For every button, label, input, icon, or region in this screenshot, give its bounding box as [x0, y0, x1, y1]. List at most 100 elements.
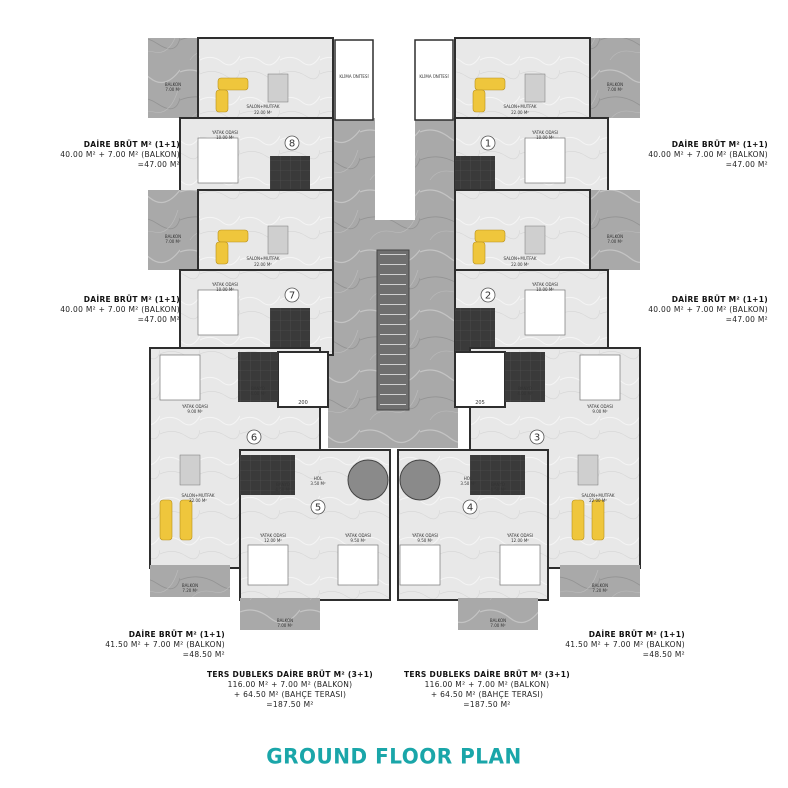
- label-bedroom-area: 10.00 M²: [216, 135, 234, 140]
- label-balcony: BALKON: [592, 583, 608, 588]
- area-total: =47.00 M²: [137, 160, 180, 169]
- area-title: DAİRE BRÜT M² (1+1): [588, 630, 685, 639]
- sofa: [159, 499, 173, 541]
- label-balcony: BALKON: [607, 82, 623, 87]
- bed-frame: [197, 289, 239, 336]
- sofa: [215, 241, 229, 265]
- label-bedroom: YATAK ODASI: [586, 404, 613, 409]
- stair-step: [380, 314, 406, 315]
- sofa: [215, 89, 229, 113]
- sofa: [474, 229, 506, 243]
- unit-number: 2: [485, 291, 491, 302]
- balcony: [590, 190, 640, 270]
- label-bathroom-area: 4.00 M²: [250, 391, 266, 396]
- label-salon: SALON+MUTFAK: [246, 256, 279, 261]
- unit-number: 3: [534, 433, 540, 444]
- label-bedroom-area: 9.00 M²: [592, 409, 608, 414]
- stair-step: [380, 334, 406, 335]
- area-line: 40.00 M² + 7.00 M² (BALKON): [60, 150, 180, 159]
- area-title: TERS DUBLEKS DAİRE BRÜT M² (3+1): [404, 670, 570, 679]
- bed: [524, 137, 566, 184]
- bed-frame: [247, 544, 289, 586]
- sofa: [217, 229, 249, 243]
- label-bathroom-area: 4.50 M²: [275, 487, 291, 492]
- area-title: DAİRE BRÜT M² (1+1): [671, 140, 768, 149]
- stair-step: [380, 284, 406, 285]
- stair-step: [380, 274, 406, 275]
- label-bedroom: YATAK ODASI: [211, 282, 238, 287]
- stair-step: [380, 384, 406, 385]
- area-label-unit-8: DAİRE BRÜT M² (1+1) 40.00 M² + 7.00 M² (…: [20, 140, 180, 170]
- label-hall: HOL: [464, 476, 473, 481]
- label-salon: SALON+MUTFAK: [181, 493, 214, 498]
- bed: [524, 289, 566, 336]
- area-line: + 64.50 M² (BAHÇE TERASI): [430, 690, 544, 699]
- label-klima: KLİMA ÜNİTESİ: [419, 74, 448, 79]
- unit-number: 1: [485, 139, 491, 150]
- sofa: [217, 77, 249, 91]
- area-total: =48.50 M²: [642, 650, 685, 659]
- bathroom: [270, 308, 310, 353]
- area-total: =47.00 M²: [137, 315, 180, 324]
- unit-number: 6: [251, 433, 257, 444]
- balcony: [148, 38, 198, 118]
- bed: [499, 544, 541, 586]
- area-label-unit-7: DAİRE BRÜT M² (1+1) 40.00 M² + 7.00 M² (…: [20, 295, 180, 325]
- balcony: [458, 598, 538, 630]
- label-bedroom-area: 10.00 M²: [536, 135, 554, 140]
- label-balcony-area: 7.00 M²: [165, 87, 181, 92]
- area-line: 41.50 M² + 7.00 M² (BALKON): [565, 640, 685, 649]
- label-hall-area: 3.50 M²: [310, 481, 326, 486]
- stair-step: [380, 344, 406, 345]
- sofa: [474, 77, 506, 91]
- label-hall-area: 3.50 M²: [460, 481, 476, 486]
- plan-title-text: GROUND FLOOR PLAN: [266, 743, 522, 769]
- bed-frame: [197, 137, 239, 184]
- area-title: DAİRE BRÜT M² (1+1): [83, 295, 180, 304]
- label-klima: KLİMA ÜNİTESİ: [339, 74, 368, 79]
- kitchen-table: [524, 73, 546, 103]
- label-bathroom: BANYO: [491, 482, 505, 487]
- unit-number-badge: [246, 429, 262, 445]
- label-bedroom: YATAK ODASI: [531, 130, 558, 135]
- label-salon-area: 22.00 M²: [189, 498, 207, 503]
- area-title: TERS DUBLEKS DAİRE BRÜT M² (3+1): [207, 670, 373, 679]
- plan-title: GROUND FLOOR PLAN: [0, 743, 788, 769]
- label-balcony-area: 7.20 M²: [182, 588, 198, 593]
- label-bedroom-area: 10.00 M²: [216, 287, 234, 292]
- stair-step: [380, 264, 406, 265]
- label-bedroom-area: 12.00 M²: [264, 538, 282, 543]
- label-bathroom: BANYO: [518, 386, 532, 391]
- label-salon-area: 22.00 M²: [511, 262, 529, 267]
- label-balcony-area: 7.00 M²: [607, 239, 623, 244]
- area-total: =47.00 M²: [725, 160, 768, 169]
- kitchen-table: [179, 454, 201, 486]
- balcony: [150, 565, 230, 597]
- spiral-stair: [347, 459, 389, 501]
- sofa: [472, 89, 486, 113]
- stair-step: [380, 324, 406, 325]
- label-bedroom: YATAK ODASI: [531, 282, 558, 287]
- stair-step: [380, 304, 406, 305]
- area-label-unit-5: TERS DUBLEKS DAİRE BRÜT M² (3+1) 116.00 …: [195, 670, 385, 710]
- stair-step: [380, 404, 406, 405]
- elevator-dim: 200: [298, 400, 308, 406]
- label-balcony-area: 7.20 M²: [592, 588, 608, 593]
- bed: [579, 354, 621, 401]
- unit-number: 8: [289, 139, 295, 150]
- bathroom: [505, 352, 545, 402]
- bed-frame: [579, 354, 621, 401]
- label-salon: SALON+MUTFAK: [581, 493, 614, 498]
- bed: [159, 354, 201, 401]
- label-balcony-area: 7.00 M²: [490, 623, 506, 628]
- area-label-unit-3: DAİRE BRÜT M² (1+1) 41.50 M² + 7.00 M² (…: [520, 630, 685, 660]
- bed: [197, 289, 239, 336]
- bed-frame: [337, 544, 379, 586]
- area-line: 116.00 M² + 7.00 M² (BALKON): [227, 680, 353, 689]
- label-bedroom-area: 9.00 M²: [187, 409, 203, 414]
- label-hall: HOL: [314, 476, 323, 481]
- label-bedroom: YATAK ODASI: [411, 533, 438, 538]
- sofa: [571, 499, 585, 541]
- label-balcony: BALKON: [182, 583, 198, 588]
